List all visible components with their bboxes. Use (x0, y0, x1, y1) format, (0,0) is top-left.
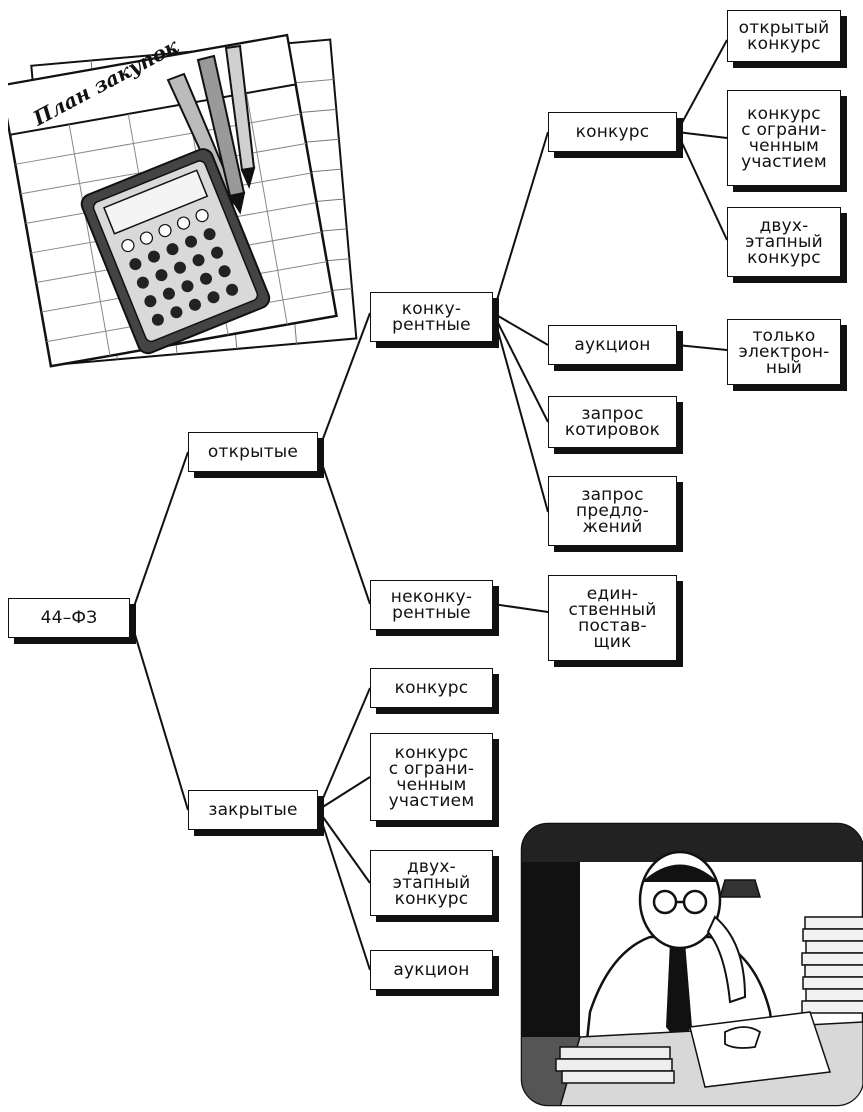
node-closed-limited-contest: конкурс с ограни- ченным участием (370, 733, 493, 821)
node-root-44fz: 44–ФЗ (8, 598, 130, 638)
purchase-plan-illustration: План закупок (8, 34, 358, 368)
node-electronic-only: только электрон- ный (727, 319, 841, 385)
node-competitive-contest: конкурс (548, 112, 677, 152)
edge-competitive-quotes (492, 312, 549, 423)
edge-competitive-contest (492, 131, 549, 314)
node-sole-supplier: един- ственный постав- щик (548, 575, 677, 661)
edge-competitive-auction (492, 312, 549, 346)
node-noncompetitive: неконку- рентные (370, 580, 493, 630)
edge-contest-limited (676, 131, 728, 139)
node-competitive-auction: аукцион (548, 325, 677, 365)
edge-closed-auction (317, 809, 371, 971)
node-label: конкурс (394, 678, 469, 698)
node-label: 44–ФЗ (40, 608, 98, 628)
node-label: аукцион (393, 960, 470, 980)
node-closed-two-stage-contest: двух- этапный конкурс (370, 850, 493, 916)
edge-closed-contest (317, 687, 371, 811)
node-label: двух- этапный конкурс (392, 857, 471, 909)
edge-closed-twostage (317, 809, 371, 884)
node-closed-contest: конкурс (370, 668, 493, 708)
node-label: запрос котировок (564, 404, 661, 440)
edge-noncompetitive-sole (492, 603, 549, 613)
node-open-contest: открытый конкурс (727, 10, 841, 62)
node-label: конкурс с ограни- ченным участием (388, 743, 475, 811)
edge-open-competitive (317, 312, 371, 453)
node-open: открытые (188, 432, 318, 472)
node-limited-contest: конкурс с ограни- ченным участием (727, 90, 841, 186)
edge-open-noncompetitive (317, 451, 371, 605)
edge-closed-limited (317, 776, 371, 811)
node-request-quotes: запрос котировок (548, 396, 677, 448)
node-label: закрытые (208, 800, 298, 820)
clerk-at-desk-illustration (520, 822, 863, 1107)
node-label: конкурс (575, 122, 650, 142)
edge-root-closed (129, 617, 189, 811)
edge-contest-twostage (676, 131, 728, 241)
edge-contest-open (676, 39, 728, 133)
calculator-icon (80, 148, 271, 355)
node-label: открытые (207, 442, 299, 462)
node-label: открытый конкурс (738, 18, 830, 54)
edge-root-open (129, 451, 189, 619)
node-label: един- ственный постав- щик (568, 584, 657, 652)
node-label: конку- рентные (392, 299, 471, 335)
edge-competitive-proposals (492, 312, 549, 513)
node-closed-auction: аукцион (370, 950, 493, 990)
node-request-proposals: запрос предло- жений (548, 476, 677, 546)
node-label: только электрон- ный (738, 326, 830, 378)
node-label: двух- этапный конкурс (745, 216, 823, 268)
node-label: конкурс с ограни- ченным участием (741, 104, 827, 172)
edge-auction-electronic (676, 344, 728, 351)
node-label: аукцион (574, 335, 651, 355)
node-closed: закрытые (188, 790, 318, 830)
node-competitive: конку- рентные (370, 292, 493, 342)
node-label: неконку- рентные (390, 587, 473, 623)
node-label: запрос предло- жений (576, 485, 649, 537)
node-two-stage-contest: двух- этапный конкурс (727, 207, 841, 277)
